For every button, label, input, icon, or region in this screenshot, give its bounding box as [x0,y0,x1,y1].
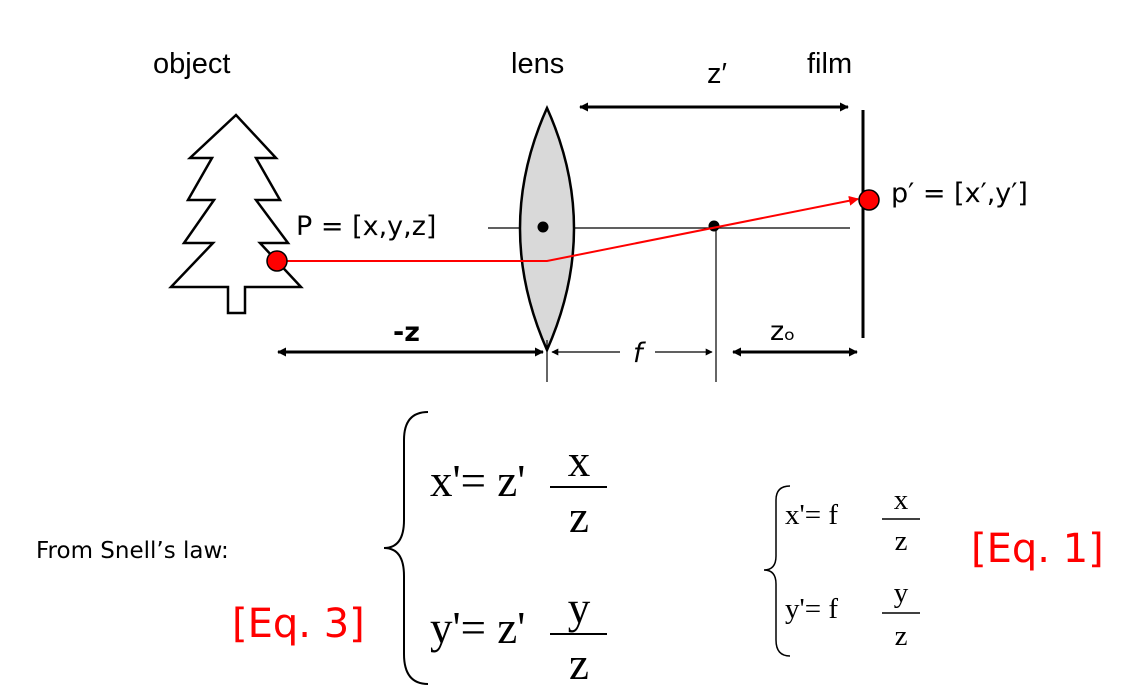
eq3-brace [383,411,429,685]
image-point-p-prime [858,189,880,211]
eq1-y-lhs: y'= f [785,593,838,625]
object-label: object [153,48,230,80]
neg-z-label: -z [393,317,420,348]
z-o-label: zₒ [770,316,795,347]
eq3-y-denominator: z [569,639,589,689]
eq3-x-numerator: x [568,436,591,486]
f-label: f [633,338,646,369]
eq1-x-lhs: x'= f [785,499,838,531]
eq3-x-lhs: x'= z' [430,456,525,506]
object-point-P [266,250,288,272]
snells-law-intro: From Snell’s law: [36,538,229,564]
eq3-y-lhs: y'= z' [430,603,525,653]
light-ray [277,195,859,262]
lens-center-point [537,221,549,233]
eq1-brace [763,485,791,657]
eq3-tag: [Eq. 3] [232,601,365,647]
point-P-label: P = [x,y,z] [296,211,436,242]
eq3-y-numerator: y [568,583,591,633]
eq1-y-numerator: y [894,577,909,609]
z-prime-label: z′ [707,58,727,90]
film-label: film [807,48,852,80]
tree-object-icon [168,113,304,315]
eq1-x-numerator: x [894,484,909,516]
eq3-system: x'= z' x z y'= z' y z [430,436,607,689]
eq1-tag: [Eq. 1] [971,526,1104,572]
lens-label: lens [511,48,564,80]
point-p-prime-label: p′ = [x′,y′] [891,178,1028,209]
eq1-x-denominator: z [895,525,908,557]
eq1-y-denominator: z [895,620,908,652]
eq3-x-denominator: z [569,492,589,542]
eq1-system: x'= f x z y'= f y z [785,484,920,652]
